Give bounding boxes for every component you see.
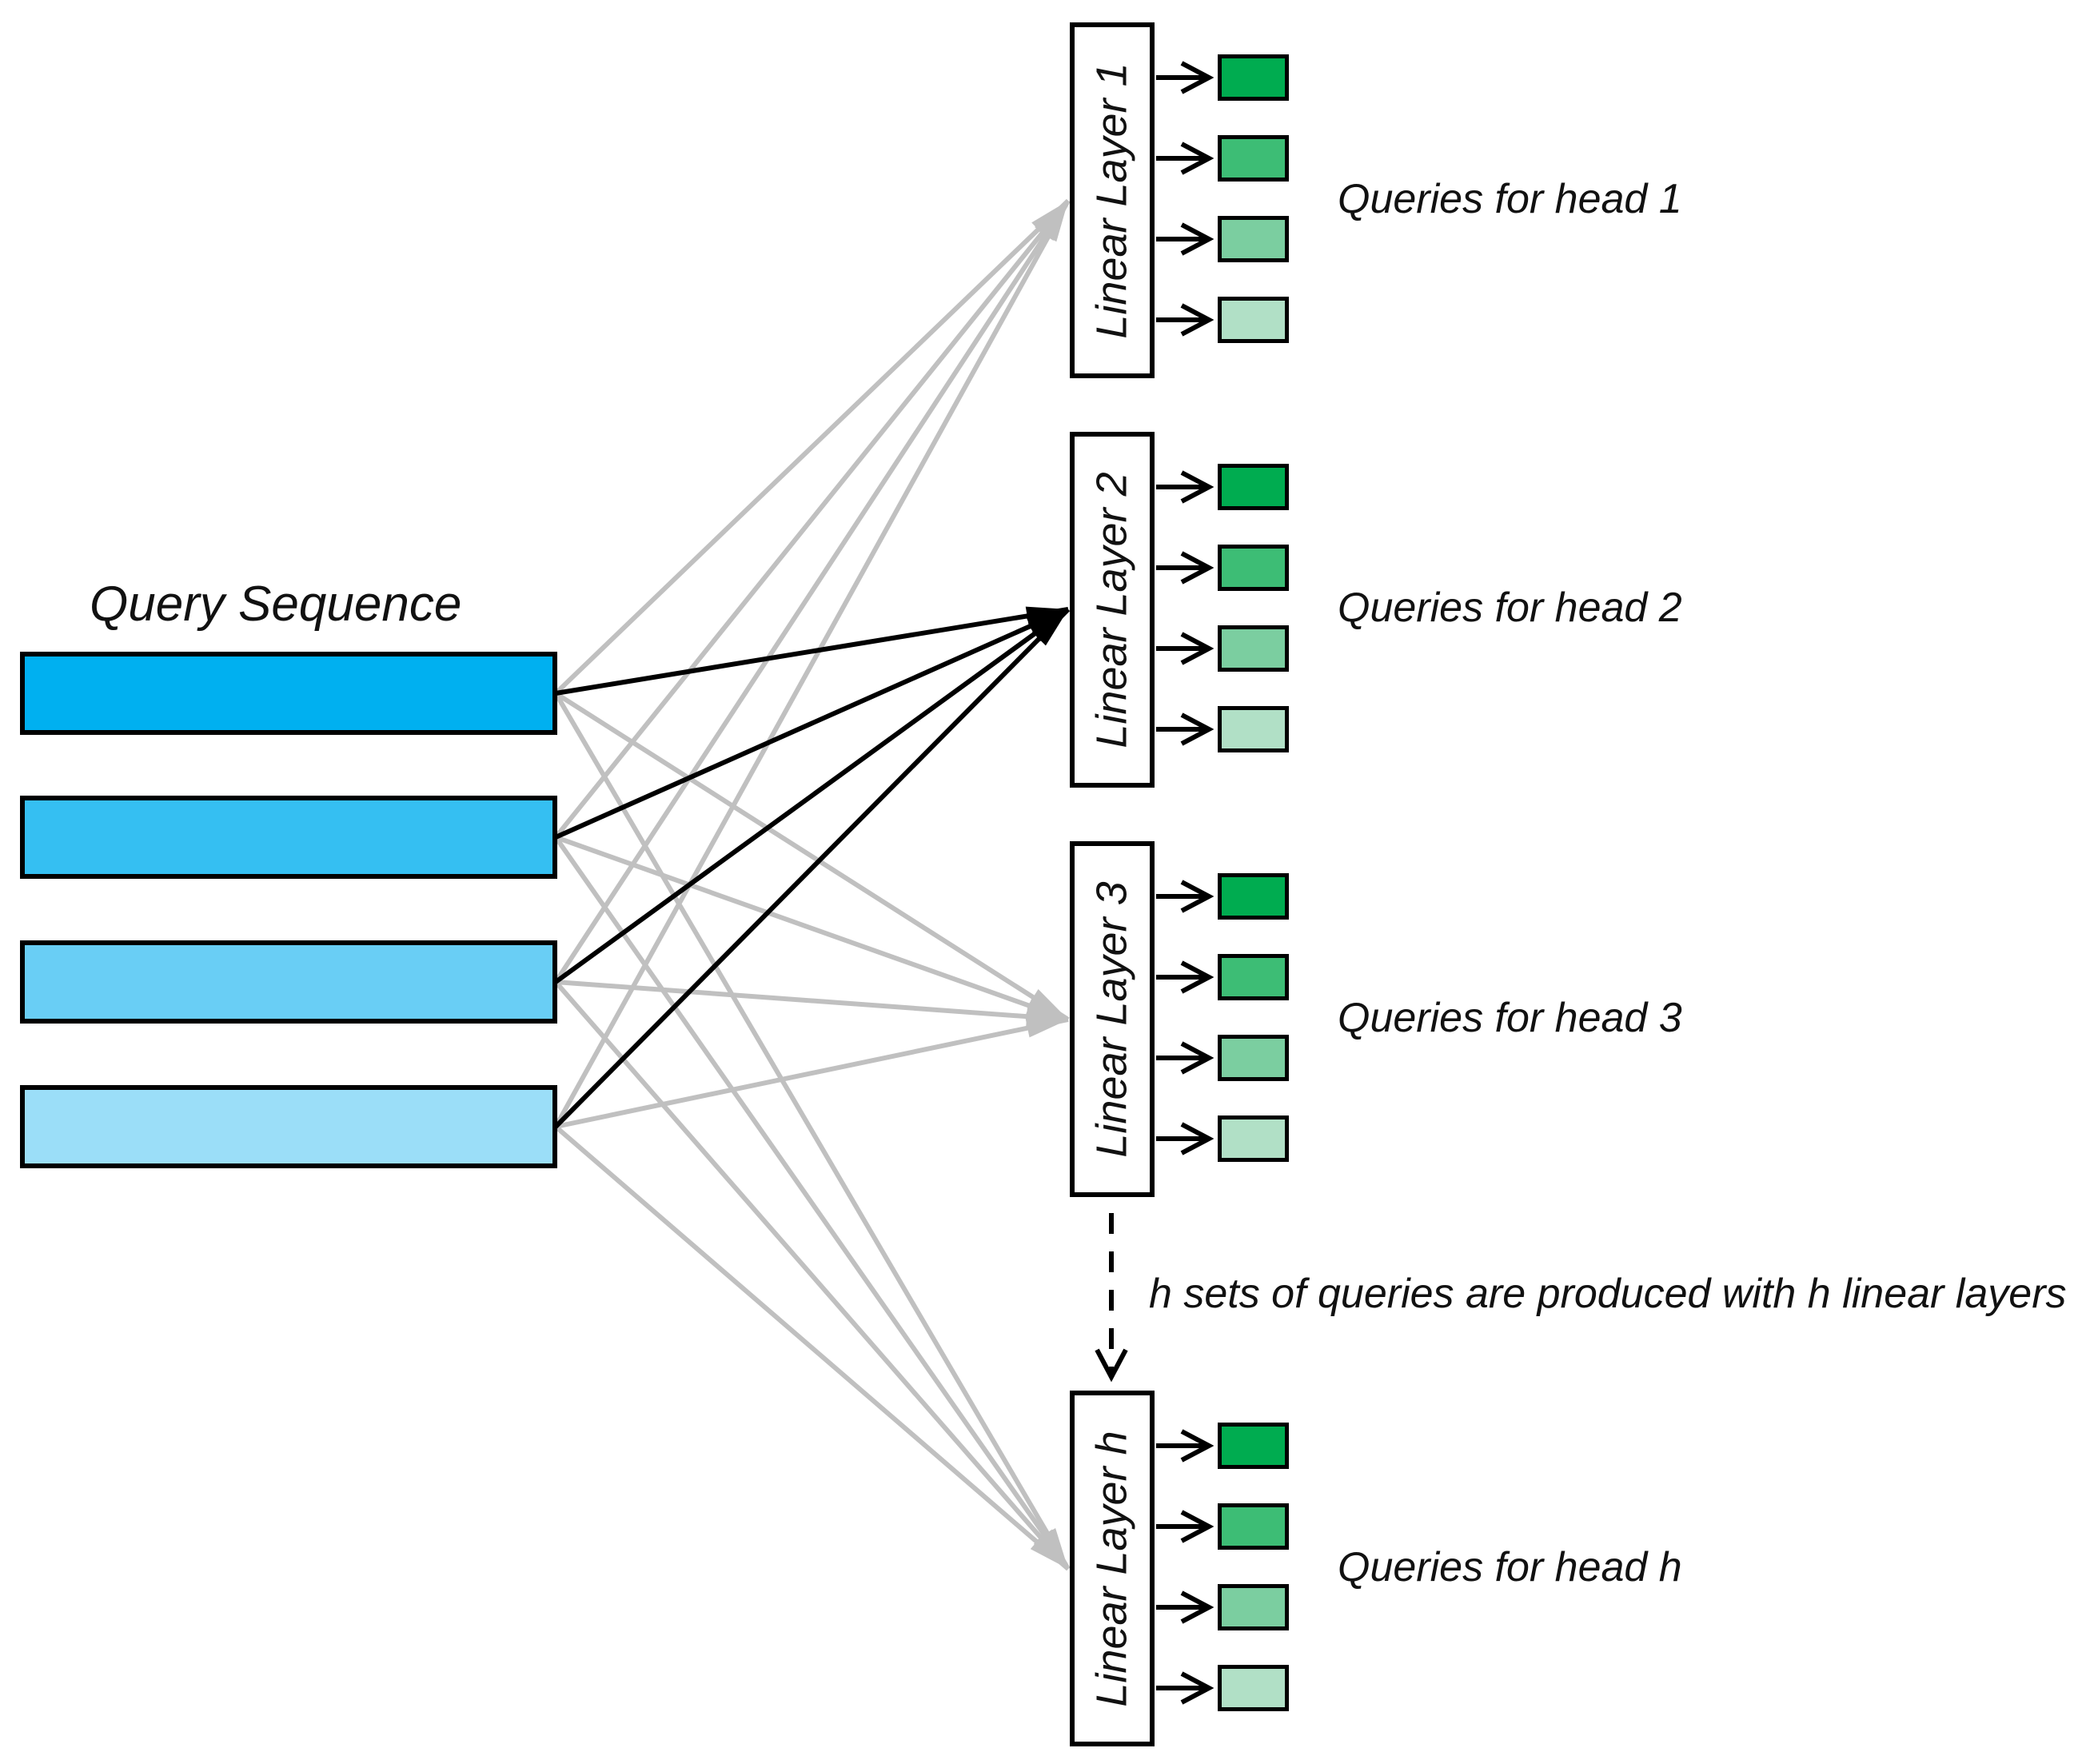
query-output-box (1218, 625, 1289, 672)
queries-for-head-3-label: Queries for head 3 (1338, 995, 1682, 1041)
linear-layer-h-box: Linear Layer h (1070, 1391, 1155, 1746)
query-output-box (1218, 1423, 1289, 1469)
query-sequence-bar-1 (20, 652, 557, 735)
query-output-box (1218, 1035, 1289, 1081)
query-output-box (1218, 545, 1289, 591)
query-output-box (1218, 706, 1289, 752)
query-output-box (1218, 1665, 1289, 1711)
query-output-box (1218, 1584, 1289, 1630)
h-layers-annotation: h sets of queries are produced with h li… (1149, 1271, 2067, 1317)
query-output-box (1218, 1503, 1289, 1550)
query-output-box (1218, 297, 1289, 343)
queries-for-head-h-label: Queries for head h (1338, 1544, 1682, 1590)
query-sequence-bar-2 (20, 796, 557, 879)
query-output-box (1218, 216, 1289, 262)
queries-for-head-1-label: Queries for head 1 (1338, 176, 1682, 222)
query-output-box (1218, 54, 1289, 101)
query-output-box (1218, 1115, 1289, 1162)
query-output-box (1218, 873, 1289, 920)
fanout-arrows-to-layer-3 (554, 691, 1070, 1129)
query-output-box (1218, 954, 1289, 1000)
output-arrows-layer-1 (1156, 78, 1209, 320)
linear-layer-1-box: Linear Layer 1 (1070, 22, 1155, 378)
fanout-arrows-to-layer-h (553, 692, 1071, 1571)
linear-layer-1-label: Linear Layer 1 (1088, 62, 1137, 339)
linear-layer-2-box: Linear Layer 2 (1070, 432, 1155, 788)
output-arrows-layer-2 (1156, 487, 1209, 729)
linear-layer-3-box: Linear Layer 3 (1070, 841, 1155, 1197)
query-sequence-bar-4 (20, 1085, 557, 1168)
output-arrows-layer-h (1156, 1446, 1209, 1688)
query-sequence-bar-3 (20, 940, 557, 1024)
linear-layer-2-label: Linear Layer 2 (1088, 471, 1137, 748)
query-sequence-title: Query Sequence (90, 577, 462, 632)
query-output-box (1218, 464, 1289, 510)
linear-layer-h-label: Linear Layer h (1088, 1430, 1137, 1707)
output-arrows-layer-3 (1156, 896, 1209, 1139)
fanout-arrows-to-layer-2 (553, 606, 1071, 1129)
queries-for-head-2-label: Queries for head 2 (1338, 585, 1682, 631)
fanout-arrows-to-layer-1 (553, 198, 1071, 1128)
query-output-box (1218, 135, 1289, 182)
linear-layer-3-label: Linear Layer 3 (1088, 880, 1137, 1158)
